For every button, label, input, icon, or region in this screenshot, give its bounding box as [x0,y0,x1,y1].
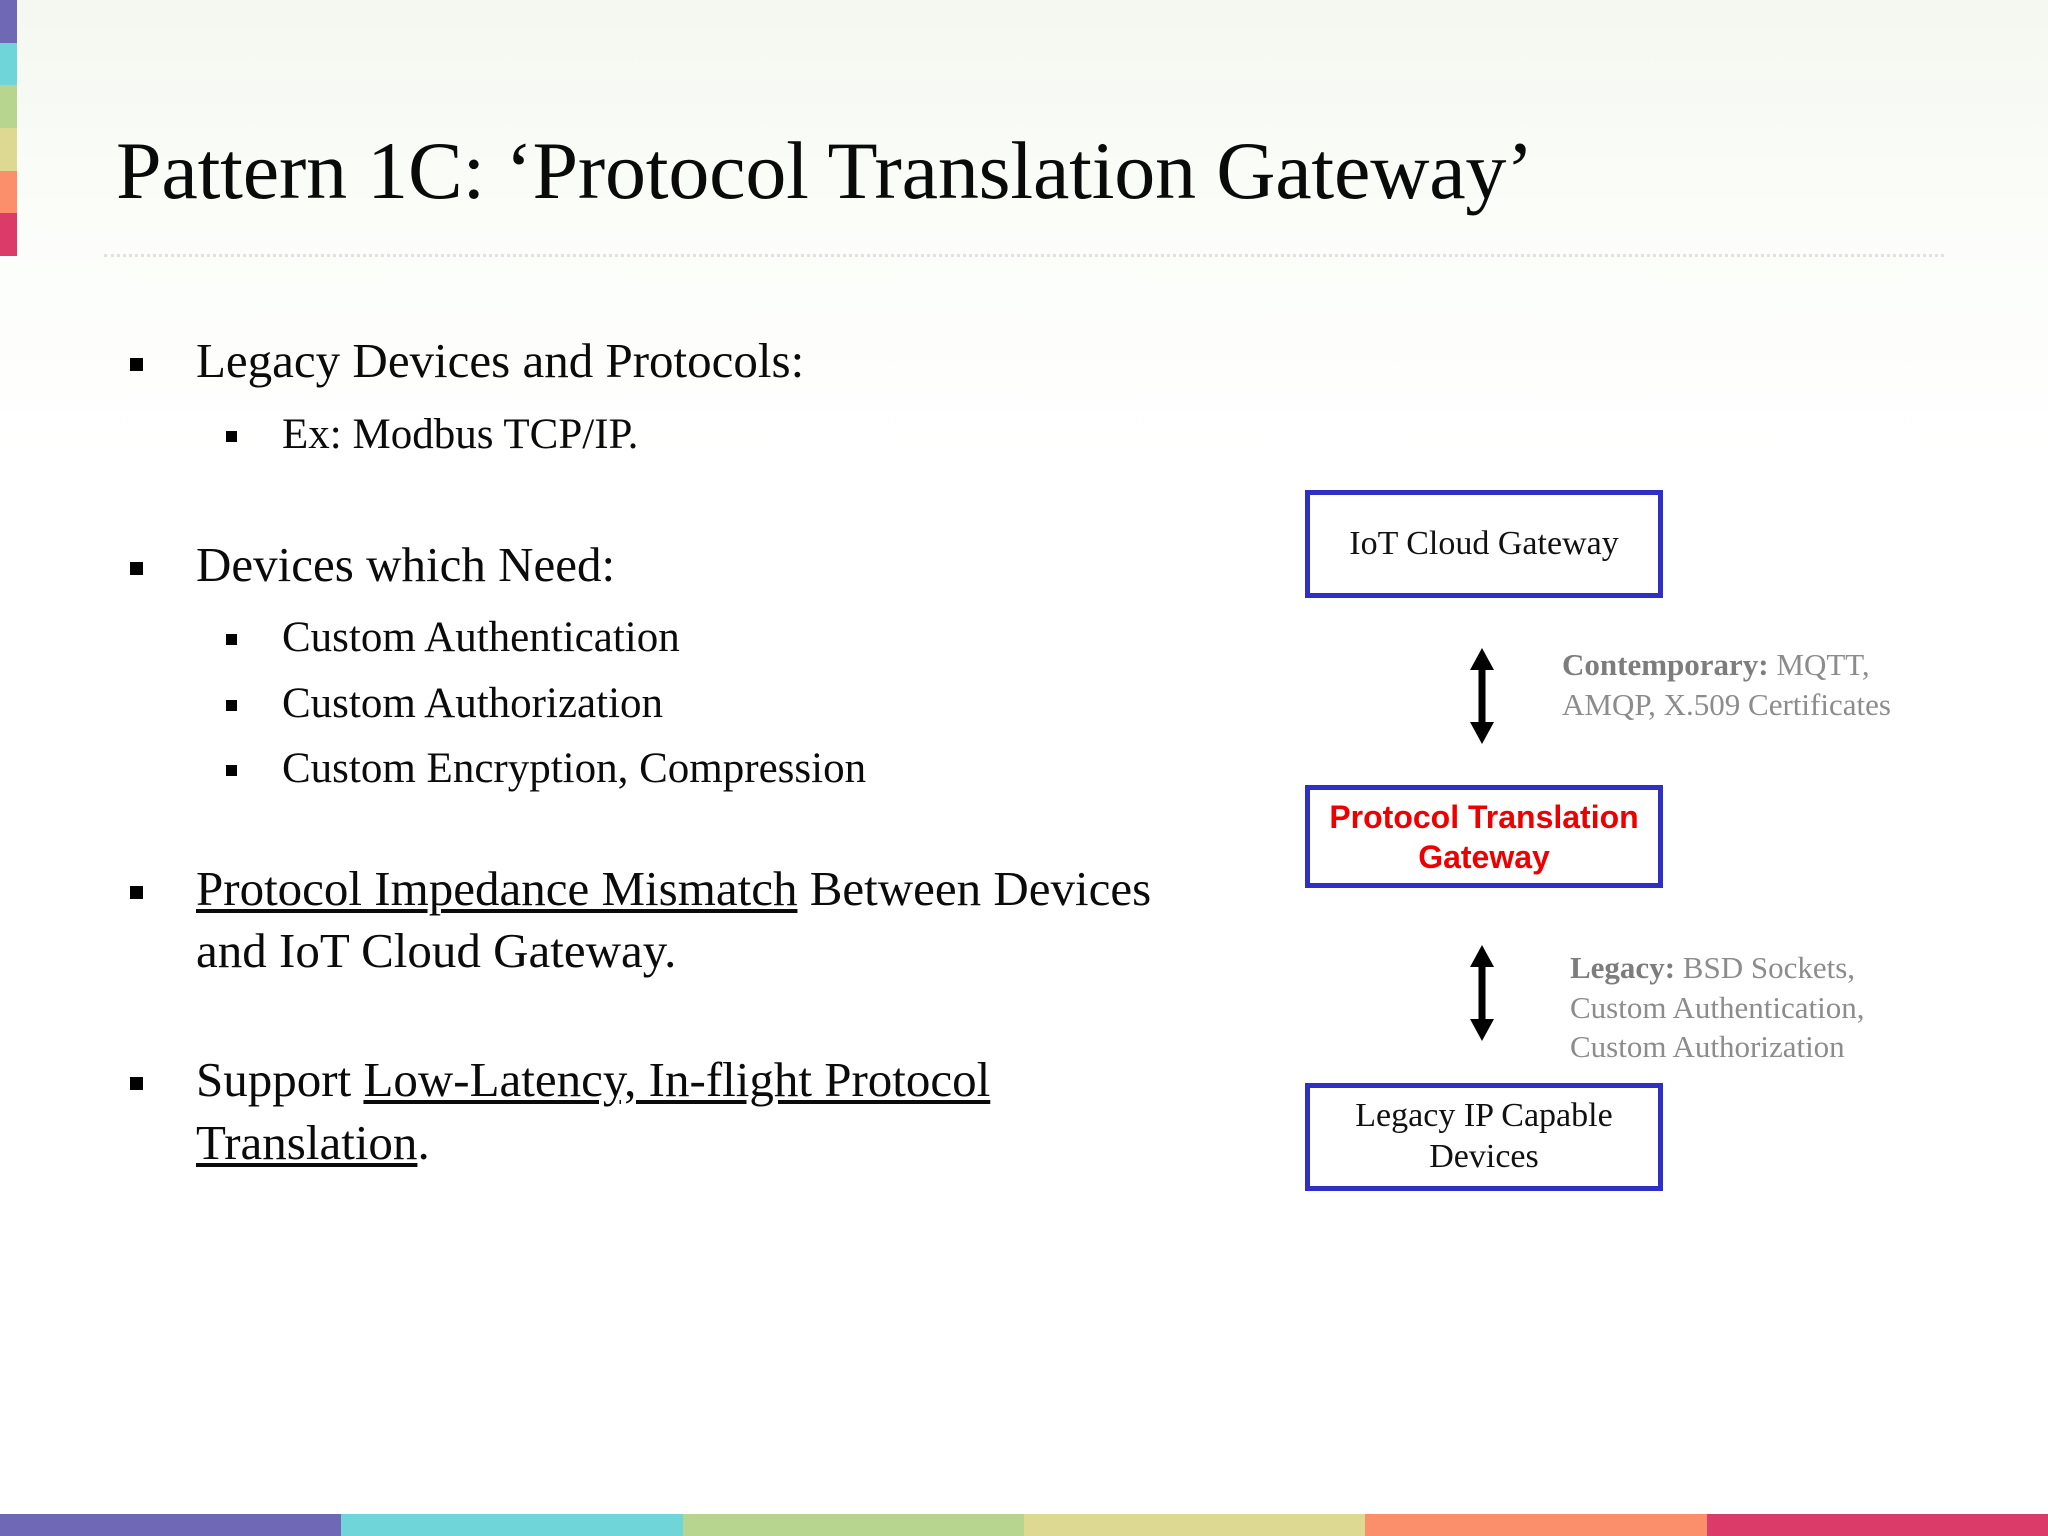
list-item-label: Protocol Impedance Mismatch Between Devi… [196,858,1190,983]
list-item: Devices which Need: [130,534,1190,597]
color-swatch-orange [1365,1514,1707,1536]
emphasis-underlined: Low-Latency, In-flight Protocol Translat… [196,1052,991,1170]
list-item-label-rest: Between Devices and IoT Cloud Gateway. [196,860,1152,979]
bullet-square-icon [226,407,282,442]
diagram-annotation-legacy: Legacy: BSD Sockets, Custom Authenticati… [1570,948,1930,1067]
color-swatch-green [0,85,17,129]
list-item-label-lead: Support [196,1052,364,1107]
diagram-annotation-contemporary: Contemporary: MQTT, AMQP, X.509 Certific… [1562,645,1922,724]
color-swatch-green [682,1514,1024,1536]
bullet-list: Legacy Devices and Protocols: Ex: Modbus… [130,330,1190,1188]
left-color-strip [0,0,17,257]
annotation-value: MQTT, AMQP, X.509 Certificates [1562,647,1891,722]
architecture-diagram: IoT Cloud Gateway Contemporary: MQTT, AM… [1280,460,2040,1260]
bullet-square-icon [226,676,282,711]
annotation-label: Legacy: [1570,950,1676,985]
diagram-box-legacy-ip-capable-devices: Legacy IP Capable Devices [1305,1083,1663,1191]
color-swatch-orange [0,170,17,214]
list-item-label: Legacy Devices and Protocols: [196,333,805,388]
list-item-label: Custom Encryption, Compression [282,744,867,792]
title-divider [104,254,1944,257]
list-item: Ex: Modbus TCP/IP. [226,407,1190,462]
bullet-square-icon [226,741,282,776]
list-item: Protocol Impedance Mismatch Between Devi… [130,858,1190,983]
diagram-box-protocol-translation-gateway: Protocol Translation Gateway [1305,785,1663,888]
list-item: Custom Authentication [226,610,1190,665]
color-swatch-pink [1706,1514,2048,1536]
list-item-label: Support Low-Latency, In-flight Protocol … [196,1049,1190,1174]
list-item: Support Low-Latency, In-flight Protocol … [130,1049,1190,1174]
spacer [130,997,1190,1049]
bullet-square-icon [130,1049,196,1090]
diagram-box-label: IoT Cloud Gateway [1349,524,1619,562]
bullet-square-icon [226,610,282,646]
color-swatch-yellow [0,128,17,171]
double-arrow-icon-contemporary [1470,648,1494,744]
list-item-label-tail: . [417,1114,430,1170]
list-item: Legacy Devices and Protocols: [130,330,1190,393]
slide-title: Pattern 1C: ‘Protocol Translation Gatewa… [116,125,1534,216]
bullet-square-icon [130,330,196,371]
list-item: Custom Encryption, Compression [226,741,1190,796]
color-swatch-pink [0,213,17,257]
annotation-value: BSD Sockets, Custom Authentication, Cust… [1570,950,1865,1065]
color-swatch-purple [0,1514,342,1536]
color-swatch-purple [0,0,17,43]
diagram-box-iot-cloud-gateway: IoT Cloud Gateway [1305,490,1663,598]
list-item-label: Custom Authentication [282,614,680,662]
color-swatch-cyan [341,1514,683,1536]
color-swatch-yellow [1023,1514,1366,1536]
list-item-label: Devices which Need: [196,536,616,592]
bullet-square-icon [130,534,196,575]
diagram-box-label: Protocol Translation Gateway [1329,798,1639,875]
list-item-label: Ex: Modbus TCP/IP. [282,410,639,458]
spacer [130,472,1190,534]
diagram-box-label: Legacy IP Capable Devices [1355,1097,1613,1175]
emphasis-underlined: Protocol Impedance Mismatch [196,860,798,916]
spacer [130,806,1190,858]
double-arrow-icon-legacy [1470,945,1494,1041]
bottom-color-strip [0,1514,2048,1536]
color-swatch-cyan [0,42,17,86]
annotation-label: Contemporary: [1562,647,1769,682]
list-item: Custom Authorization [226,676,1190,731]
list-item-label: Custom Authorization [282,679,664,727]
bullet-square-icon [130,858,196,899]
